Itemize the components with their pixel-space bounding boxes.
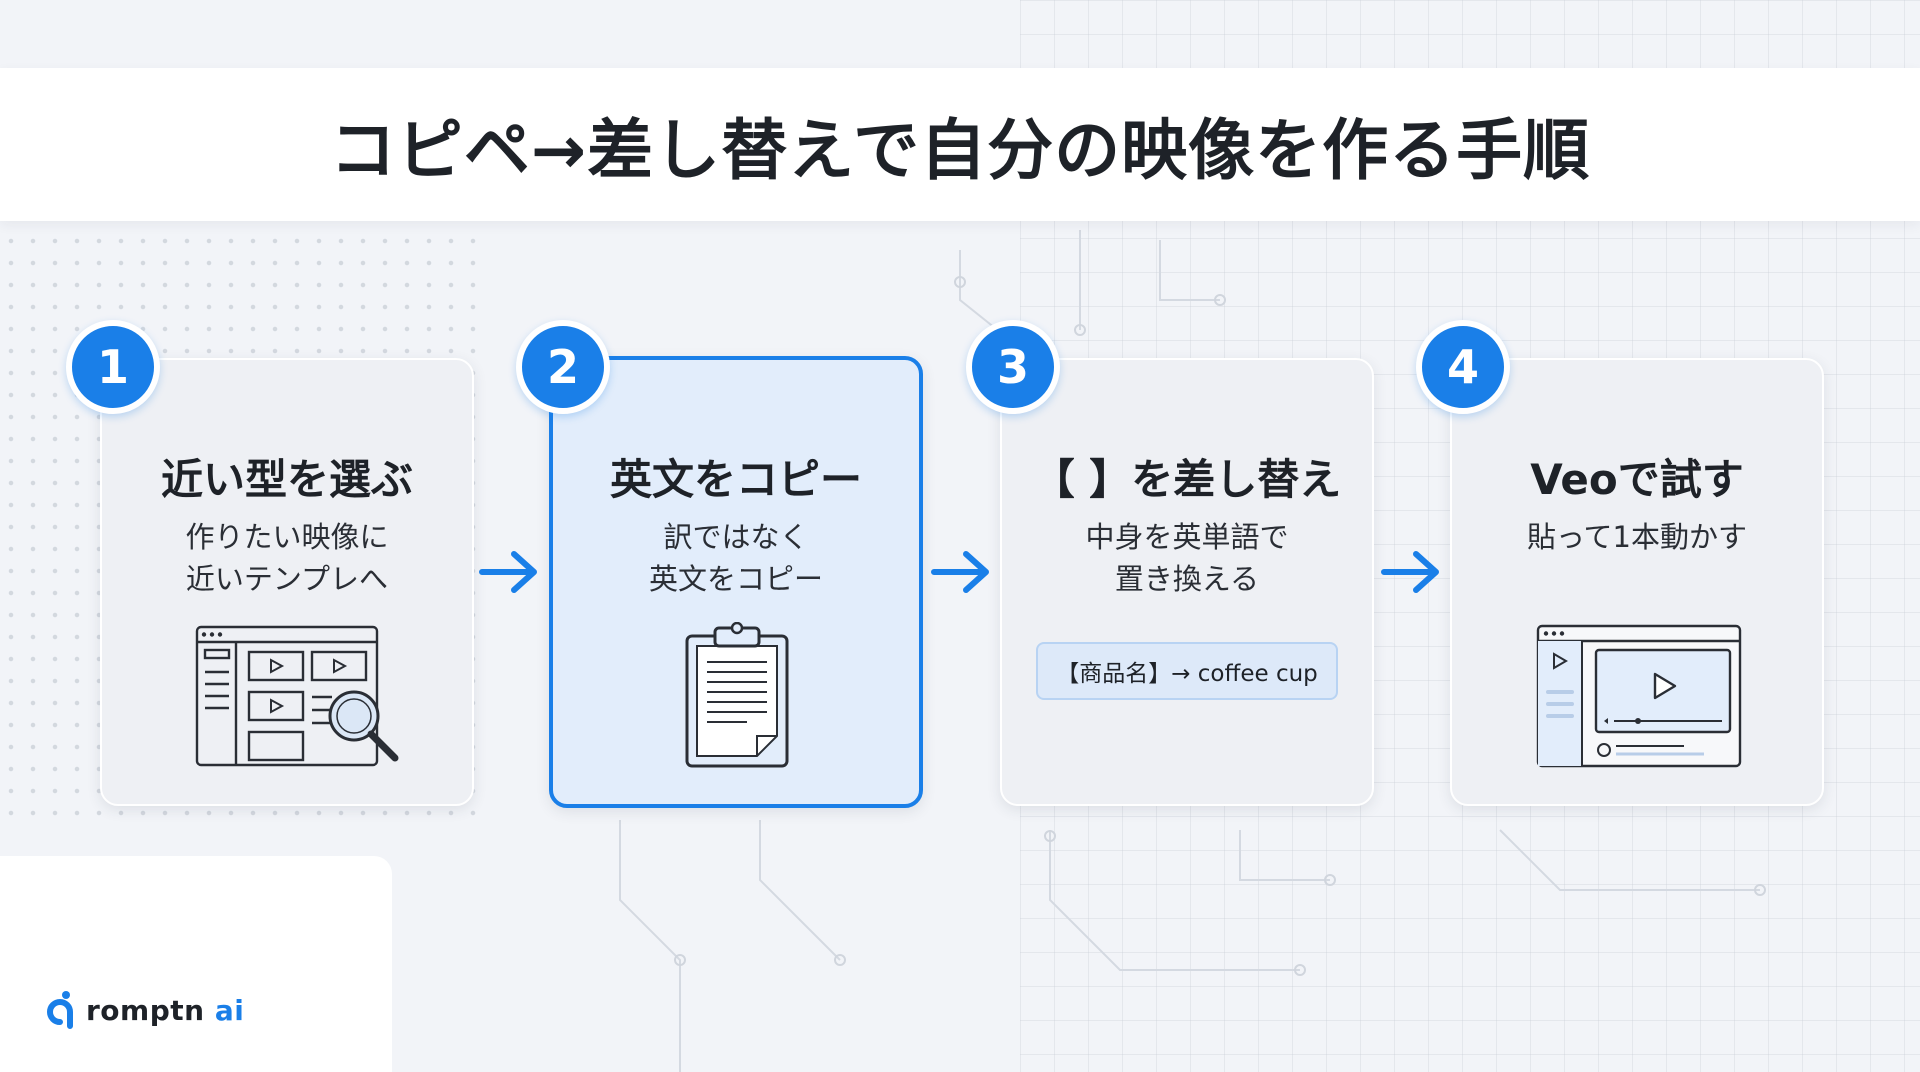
- step-4-badge: 4: [1416, 320, 1510, 414]
- template-search-icon: [195, 625, 399, 767]
- step-3-badge: 3: [966, 320, 1060, 414]
- arrow-right-icon: [931, 551, 989, 593]
- clipboard-icon: [685, 622, 789, 768]
- brand-logo: romptn ai: [44, 990, 244, 1030]
- step-2-description: 訳ではなく 英文をコピー: [648, 520, 823, 596]
- logo-text: romptn ai: [86, 993, 245, 1027]
- step-card-1: 近い型を選ぶ 作りたい映像に 近いテンプレへ: [100, 358, 474, 806]
- logo-mark-icon: [47, 991, 73, 1029]
- step-2-title: 英文をコピー: [609, 455, 862, 504]
- arrow-right-icon: [479, 551, 537, 593]
- title-band: コピペ→差し替えで自分の映像を作る手順: [0, 68, 1920, 221]
- video-player-icon: [1536, 624, 1742, 768]
- step-1-title: 近い型を選ぶ: [160, 455, 413, 504]
- arrow-right-icon: [1381, 551, 1439, 593]
- step-3-description: 中身を英単語で 置き換える: [1085, 520, 1289, 596]
- step-card-2: 英文をコピー 訳ではなく 英文をコピー: [549, 356, 923, 808]
- replace-example: 【商品名】→ coffee cup: [1036, 642, 1338, 700]
- step-2-badge: 2: [516, 320, 610, 414]
- step-card-4: Veoで試す 貼って1本動かす: [1450, 358, 1824, 806]
- step-4-description: 貼って1本動かす: [1526, 520, 1747, 554]
- page-title: コピペ→差し替えで自分の映像を作る手順: [329, 111, 1591, 189]
- logo-panel: [0, 856, 392, 1072]
- step-card-3: 【 】を差し替え 中身を英単語で 置き換える 【商品名】→ coffee cup: [1000, 358, 1374, 806]
- step-4-title: Veoで試す: [1530, 455, 1744, 504]
- step-3-title: 【 】を差し替え: [1032, 455, 1342, 504]
- step-1-description: 作りたい映像に 近いテンプレへ: [185, 520, 389, 596]
- step-1-badge: 1: [66, 320, 160, 414]
